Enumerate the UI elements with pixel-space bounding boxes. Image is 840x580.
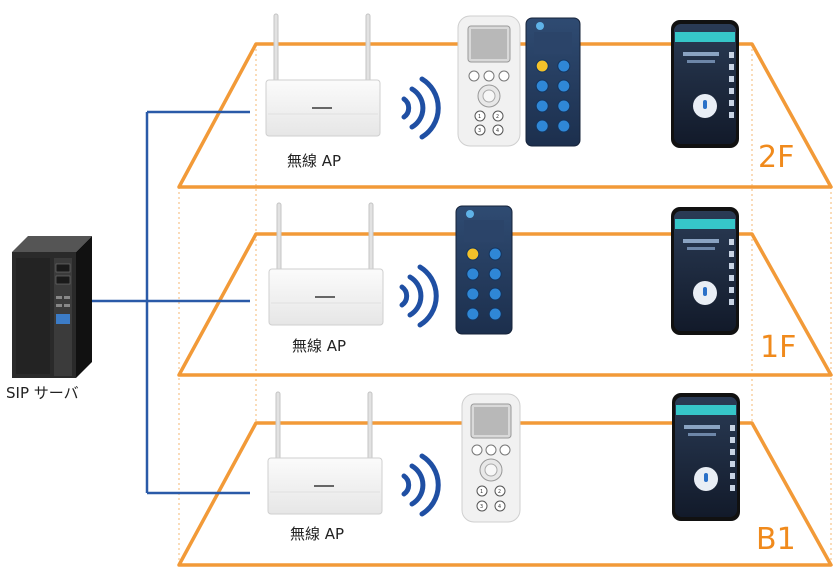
key-label: 2	[498, 489, 501, 495]
server-icon	[12, 236, 92, 378]
wireless-ap-icon	[265, 13, 381, 137]
key-label: 1	[480, 489, 483, 495]
floor-guides	[178, 44, 832, 565]
floor-planes	[177, 42, 833, 567]
smartphones	[671, 20, 740, 521]
wifi-waves	[402, 79, 438, 514]
floor-plane-b1	[177, 421, 833, 567]
handset-icon: 1 2 3 4	[461, 393, 521, 523]
wireless-ap-icon	[268, 202, 384, 326]
ptt-terminal-icon	[455, 205, 513, 335]
wifi-signal-icon	[404, 79, 438, 137]
key-label: 1	[478, 114, 481, 120]
key-label: 3	[480, 504, 483, 510]
floor-label-2f: 2F	[758, 140, 795, 175]
wifi-signal-icon	[402, 267, 436, 325]
smartphone-icon	[671, 20, 739, 148]
ap-label-2f: 無線 AP	[287, 152, 342, 170]
ptt-terminal-icon	[525, 17, 581, 147]
floor-plane-2f	[177, 42, 833, 189]
server-label: SIP サーバ	[6, 384, 79, 402]
wifi-signal-icon	[404, 456, 438, 514]
key-label: 3	[478, 128, 481, 134]
smartphone-icon	[671, 207, 739, 335]
floor-label-b1: B1	[756, 522, 796, 557]
smartphone-icon	[672, 393, 740, 521]
access-points	[265, 13, 384, 515]
handset-icon: 1 2 3 4	[457, 15, 521, 147]
wireless-ap-icon	[267, 391, 383, 515]
ap-label-1f: 無線 AP	[292, 337, 347, 355]
key-label: 4	[498, 504, 501, 510]
floor-plane-1f	[177, 232, 833, 377]
floor-label-1f: 1F	[760, 330, 797, 365]
ap-label-b1: 無線 AP	[290, 525, 345, 543]
key-label: 4	[496, 128, 499, 134]
network-lines	[92, 110, 250, 495]
key-label: 2	[496, 114, 499, 120]
